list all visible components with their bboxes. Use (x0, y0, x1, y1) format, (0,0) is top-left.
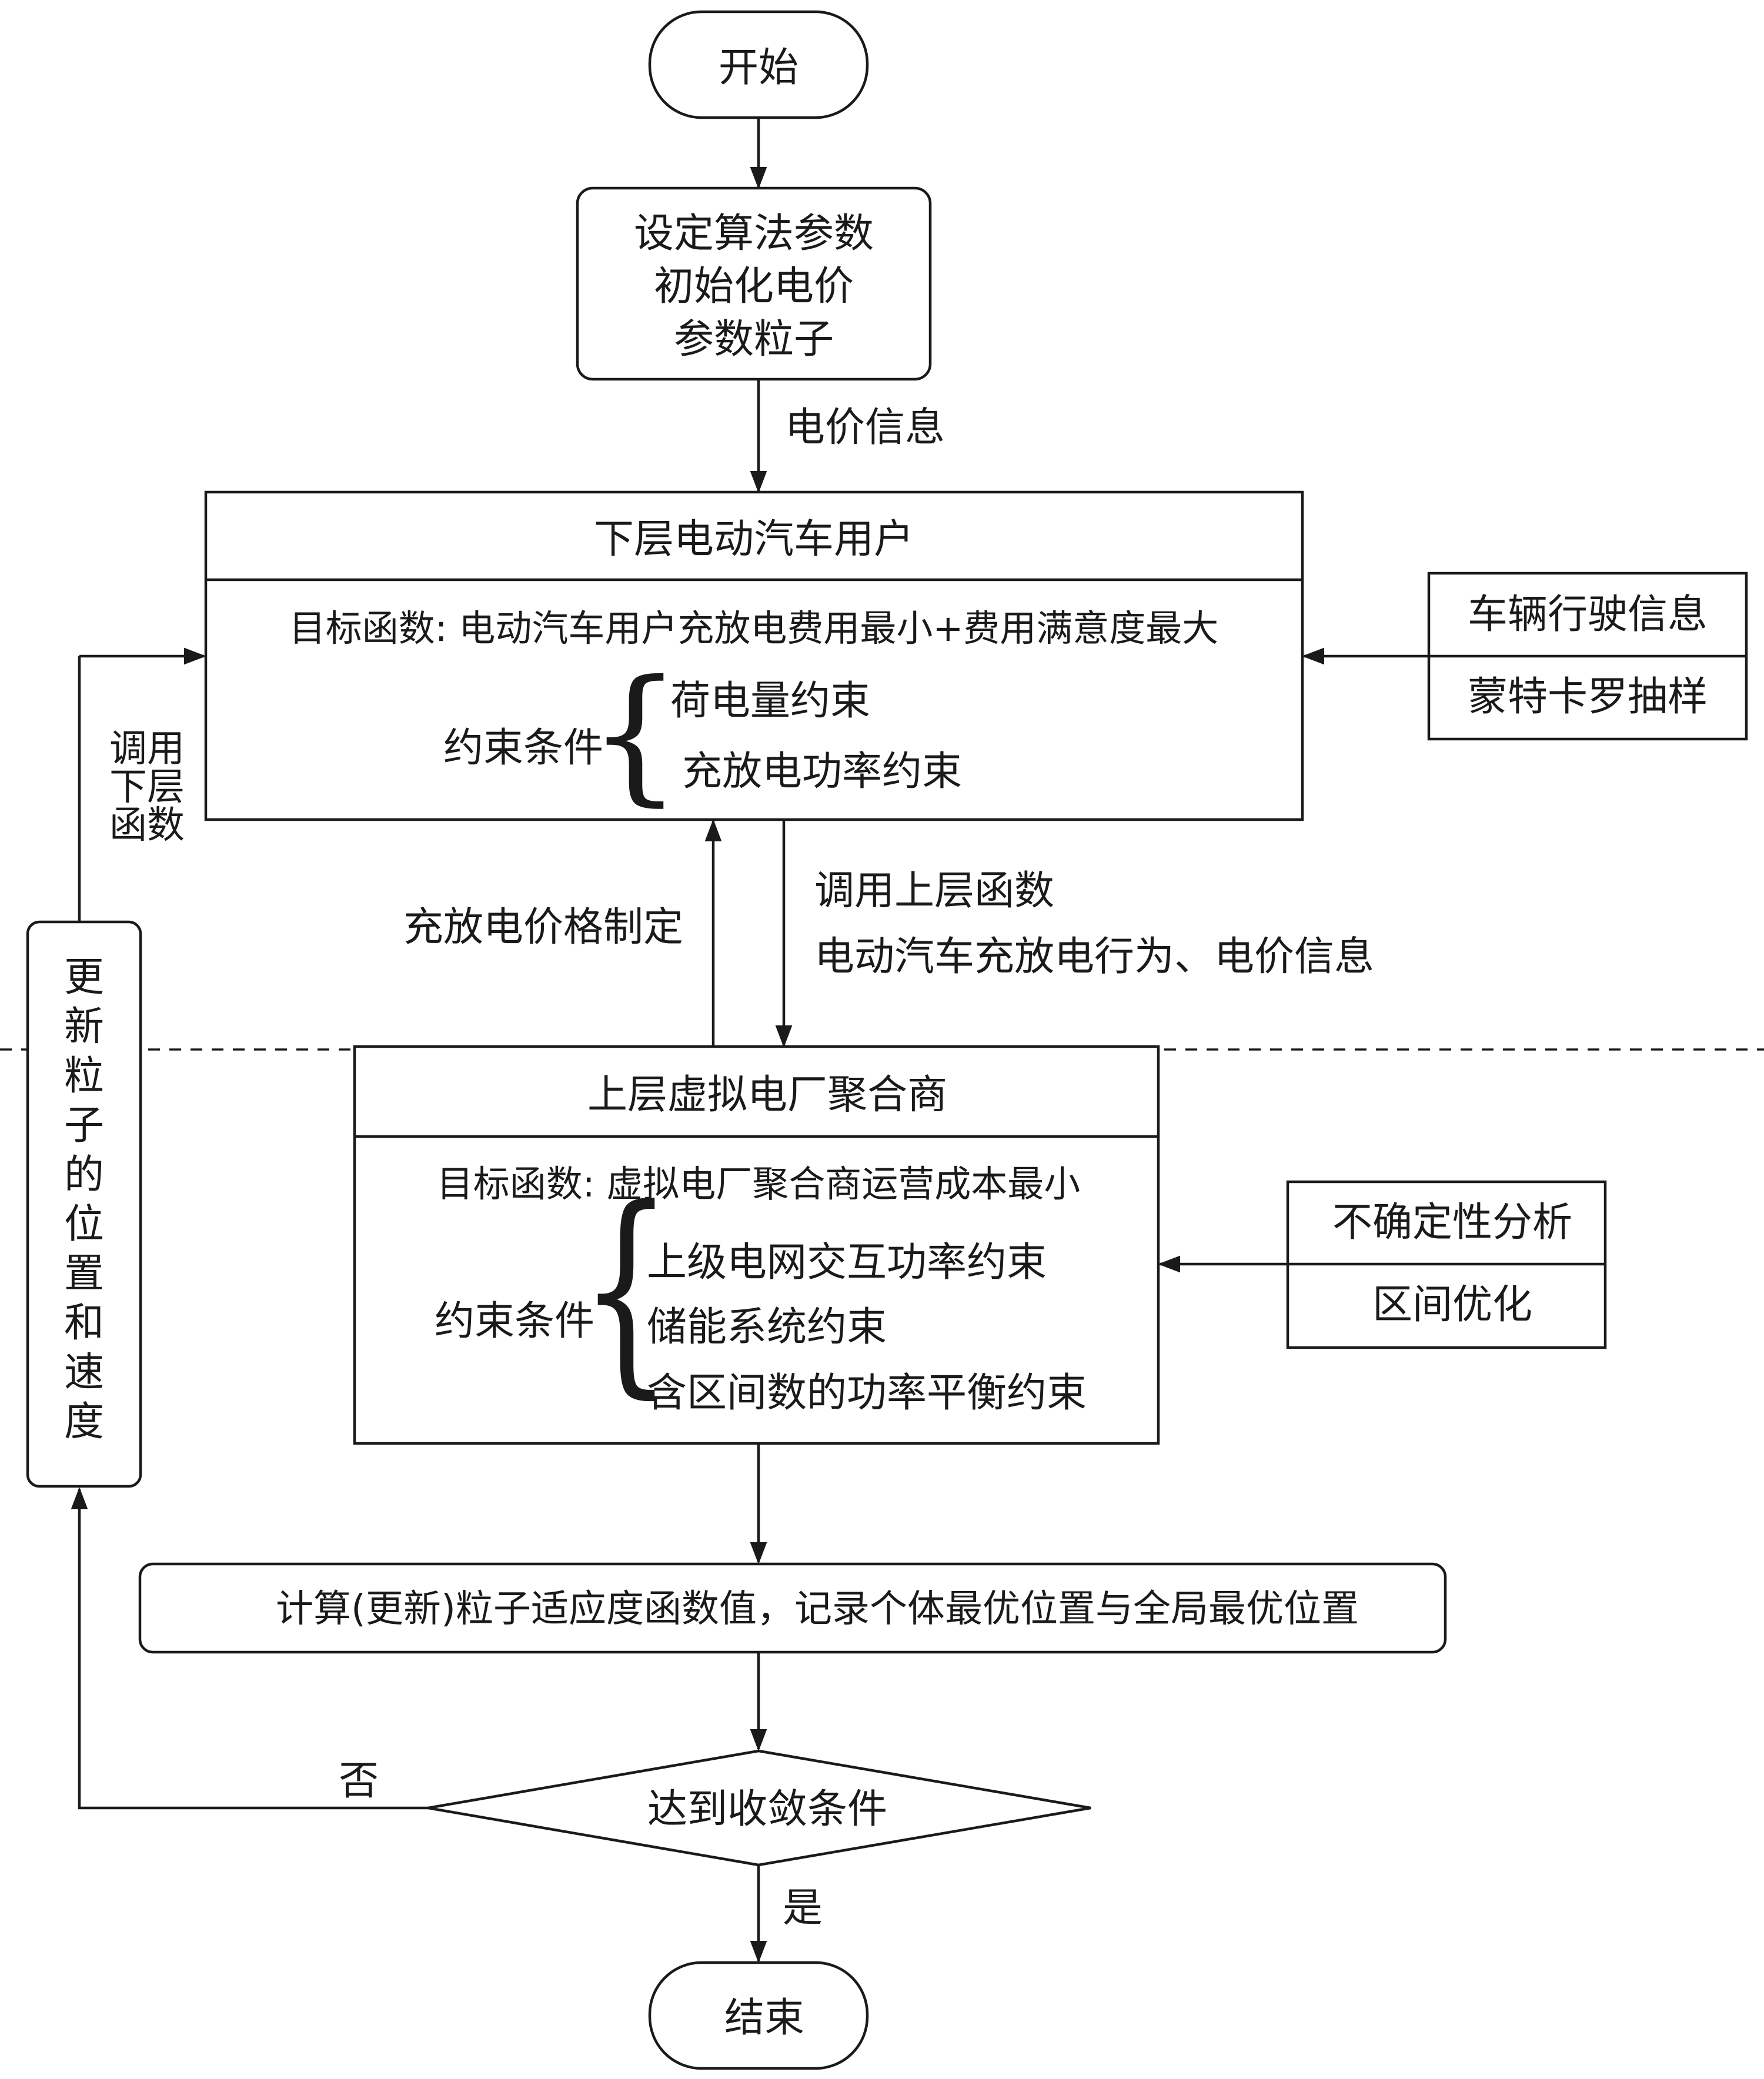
start-node: 开始 (648, 10, 869, 119)
update-particles-char-6: 位 (64, 1201, 104, 1248)
end-label: 结束 (724, 1995, 804, 2041)
no-label: 否 (339, 1758, 379, 1804)
lower-input-box: 车辆行驶信息 蒙特卡罗抽样 (1427, 571, 1748, 741)
upper-constraint-1: 上级电网交互功率约束 (647, 1239, 1047, 1286)
update-particles-char-5: 的 (64, 1152, 104, 1198)
update-particles-char-3: 粒 (64, 1053, 104, 1099)
update-particles-char-7: 置 (64, 1251, 104, 1297)
upper-constraint-2: 储能系统约束 (647, 1304, 887, 1351)
lower-constraint-2: 充放电功率约束 (682, 748, 962, 795)
lower-constraint-label: 约束条件 (443, 725, 603, 771)
upper-constraint-brace: { (579, 1161, 673, 1418)
decision-label: 达到收敛条件 (647, 1786, 887, 1833)
interval-optimization: 区间优化 (1372, 1282, 1532, 1328)
convergence-decision: 达到收敛条件 (427, 1749, 1091, 1867)
lower-constraint-1: 荷电量约束 (670, 678, 870, 724)
call-upper-label: 调用上层函数 (814, 868, 1054, 914)
start-label: 开始 (719, 45, 799, 91)
update-particles-char-1: 更 (64, 954, 104, 1001)
price-setting-label: 充放电价格制定 (403, 904, 683, 951)
lower-level-title: 下层电动汽车用户 (594, 516, 914, 563)
lower-objective: 目标函数: 电动汽车用户充放电费用最小+费用满意度最大 (289, 607, 1219, 650)
lower-level-box: 下层电动汽车用户 目标函数: 电动汽车用户充放电费用最小+费用满意度最大 约束条… (204, 490, 1304, 821)
init-line-3: 参数粒子 (674, 316, 834, 363)
vehicle-driving-info: 车辆行驶信息 (1468, 591, 1708, 638)
upper-constraint-3: 含区间数的功率平衡约束 (647, 1370, 1087, 1416)
upper-level-title: 上层虚拟电厂聚合商 (587, 1072, 947, 1118)
upper-constraint-label: 约束条件 (435, 1298, 594, 1345)
upper-objective: 目标函数: 虚拟电厂聚合商运营成本最小 (437, 1162, 1081, 1205)
call-lower-line-1: 调用 (109, 727, 185, 771)
update-particles-char-10: 度 (64, 1399, 104, 1445)
init-box: 设定算法参数 初始化电价 参数粒子 (576, 186, 932, 381)
fitness-label: 计算(更新)粒子适应度函数值，记录个体最优位置与全局最优位置 (276, 1587, 1359, 1631)
upper-level-box: 上层虚拟电厂聚合商 目标函数: 虚拟电厂聚合商运营成本最小 约束条件 { 上级电… (353, 1045, 1160, 1445)
update-particles-char-9: 速 (64, 1349, 104, 1396)
ev-behavior-label: 电动汽车充放电行为、电价信息 (814, 934, 1374, 980)
init-line-2: 初始化电价 (654, 263, 854, 310)
upper-input-box: 不确定性分析 区间优化 (1286, 1180, 1607, 1349)
call-lower-line-2: 下层 (109, 766, 185, 809)
init-line-1: 设定算法参数 (634, 210, 874, 257)
call-lower-line-3: 函数 (109, 804, 185, 847)
end-node: 结束 (648, 1961, 869, 2070)
update-particles-char-2: 新 (64, 1004, 104, 1050)
update-particles-char-4: 子 (64, 1102, 104, 1149)
fitness-box: 计算(更新)粒子适应度函数值，记录个体最优位置与全局最优位置 (138, 1562, 1447, 1654)
arrow-no-loop (71, 1487, 428, 1810)
update-particles-char-8: 和 (64, 1300, 104, 1346)
monte-carlo-sampling: 蒙特卡罗抽样 (1468, 674, 1708, 720)
lower-constraint-brace: { (588, 649, 681, 820)
yes-label: 是 (783, 1885, 823, 1931)
uncertainty-analysis: 不确定性分析 (1332, 1199, 1572, 1246)
price-info-label: 电价信息 (785, 405, 945, 451)
